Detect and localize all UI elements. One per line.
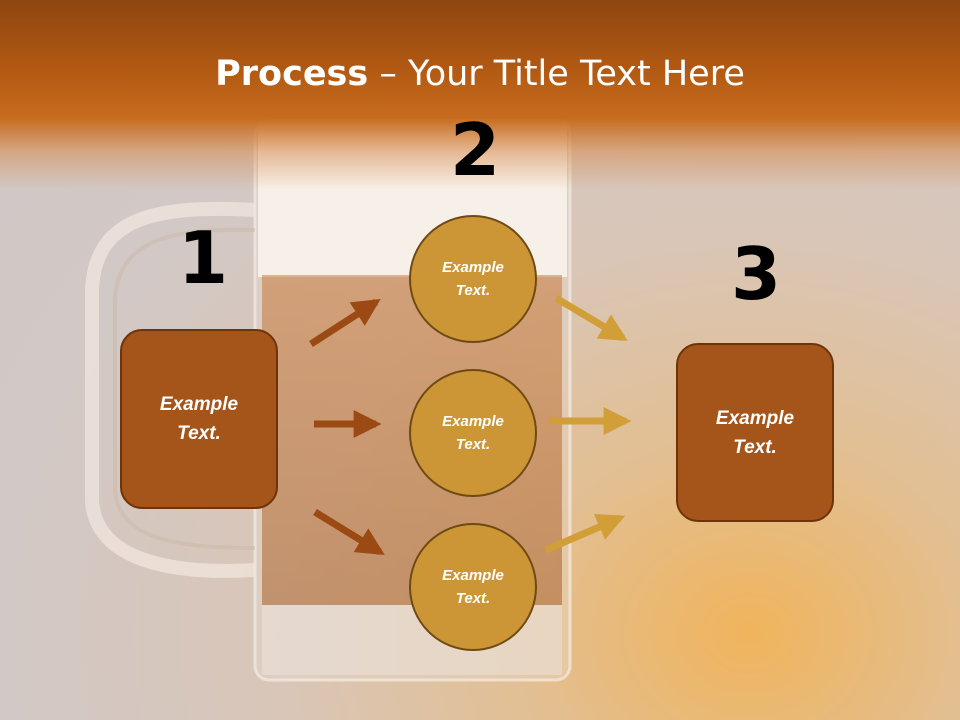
step-number-2: 2: [450, 108, 501, 192]
step-1-text: Example Text.: [159, 394, 239, 444]
slide-title: Process – Your Title Text Here: [0, 52, 960, 96]
step-2-circle-2: Example Text.: [409, 369, 537, 497]
step-2-circle-1: Example Text.: [409, 215, 537, 343]
step-3-box: Example Text.: [676, 343, 834, 522]
arrow-1-to-2-bottom: [313, 509, 385, 555]
title-band: [0, 0, 960, 190]
step-2-circle-3: Example Text.: [409, 523, 537, 651]
step-2-circle-1-text: Example Text.: [442, 259, 504, 299]
title-bold: Process: [215, 54, 369, 94]
step-number-3: 3: [731, 232, 782, 316]
arrow-2-to-3-top: [554, 294, 628, 342]
arrow-2-to-3-bottom: [544, 514, 626, 554]
step-2-circle-3-text: Example Text.: [442, 567, 504, 607]
step-number-1: 1: [178, 216, 229, 300]
step-1-box: Example Text.: [120, 329, 278, 509]
arrow-1-to-2-top: [309, 298, 381, 347]
title-rest: – Your Title Text Here: [368, 54, 745, 94]
step-3-text: Example Text.: [715, 407, 795, 458]
step-2-circle-2-text: Example Text.: [442, 413, 504, 453]
